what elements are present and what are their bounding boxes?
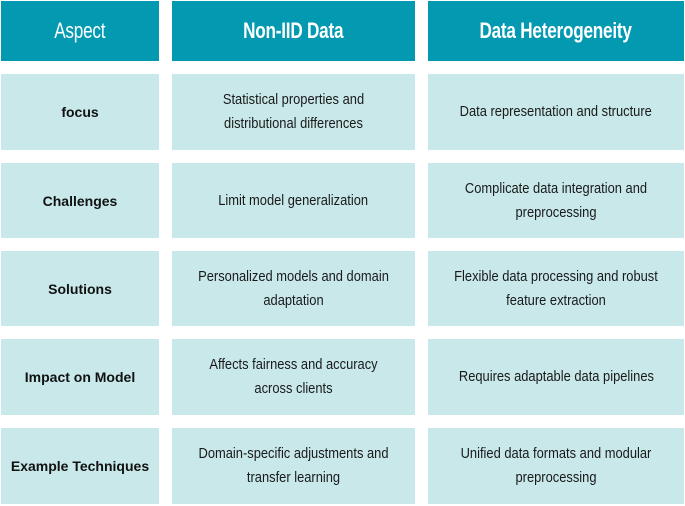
cell-text: Data representation and structure	[459, 103, 653, 120]
row-aspect-solutions: Solutions	[1, 251, 159, 326]
cell-heterogeneity-impact: Requires adaptable data pipelines	[428, 339, 684, 415]
cell-heterogeneity-focus: Data representation and structure	[428, 74, 684, 150]
row-aspect-impact: Impact on Model	[1, 339, 159, 415]
cell-text: Domain-specific adjustments and transfer…	[198, 445, 389, 486]
header-non-iid: Non-IID Data	[172, 1, 415, 61]
aspect-label: focus	[61, 104, 99, 120]
cell-heterogeneity-solutions: Flexible data processing and robust feat…	[428, 251, 684, 326]
aspect-label: Impact on Model	[24, 369, 136, 385]
cell-text: Complicate data integration and preproce…	[464, 179, 648, 221]
aspect-label: Challenges	[42, 192, 118, 209]
cell-heterogeneity-challenges: Complicate data integration and preproce…	[428, 163, 684, 238]
row-aspect-challenges: Challenges	[1, 163, 159, 238]
row-aspect-examples: Example Techniques	[1, 428, 159, 504]
cell-text: Requires adaptable data pipelines	[458, 368, 654, 385]
row-aspect-focus: focus	[1, 74, 159, 150]
cell-non-iid-focus: Statistical properties and distributiona…	[172, 74, 415, 150]
cell-non-iid-impact: Affects fairness and accuracy across cli…	[172, 339, 415, 415]
cell-text: Personalized models and domain adaptatio…	[198, 267, 389, 309]
cell-text: Limit model generalization	[218, 191, 369, 209]
aspect-label: Solutions	[48, 280, 112, 297]
aspect-label: Example Techniques	[10, 458, 150, 474]
cell-text: Affects fairness and accuracy across cli…	[209, 356, 378, 397]
header-heterogeneity-label: Data Heterogeneity	[479, 18, 633, 43]
cell-text: Statistical properties and distributiona…	[222, 91, 365, 132]
header-heterogeneity: Data Heterogeneity	[428, 1, 684, 61]
cell-non-iid-examples: Domain-specific adjustments and transfer…	[172, 428, 415, 504]
header-aspect-label: Aspect	[54, 18, 106, 43]
cell-non-iid-challenges: Limit model generalization	[172, 163, 415, 238]
cell-non-iid-solutions: Personalized models and domain adaptatio…	[172, 251, 415, 326]
cell-text: Unified data formats and modular preproc…	[460, 445, 652, 486]
cell-text: Flexible data processing and robust feat…	[454, 267, 658, 309]
header-aspect: Aspect	[1, 1, 159, 61]
cell-heterogeneity-examples: Unified data formats and modular preproc…	[428, 428, 684, 504]
header-non-iid-label: Non-IID Data	[243, 18, 344, 43]
